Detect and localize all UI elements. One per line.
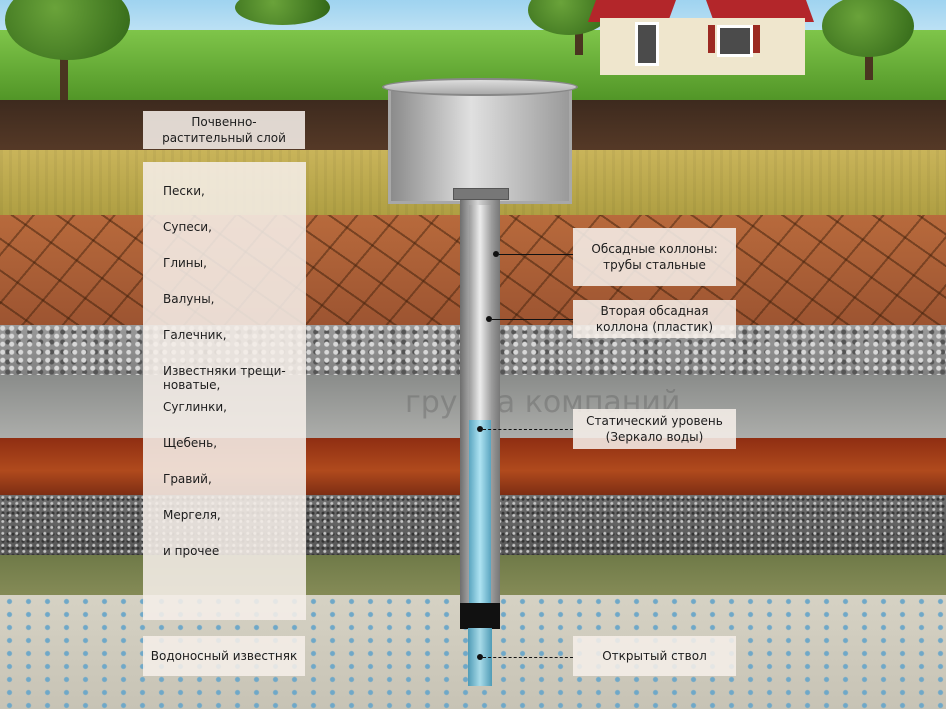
leader-line xyxy=(483,657,573,658)
static-level-label: Статический уровень (Зеркало воды) xyxy=(573,409,736,449)
casing-shoe xyxy=(460,603,500,629)
house-shutter xyxy=(708,25,715,53)
open-bore-label: Открытый ствол xyxy=(573,636,736,676)
list-item: и прочее xyxy=(163,544,220,558)
soil-layer-list: Пески, Супеси, Глины, Валуны, Галечник, … xyxy=(143,162,306,620)
wellhead-cap xyxy=(453,188,509,200)
caisson xyxy=(388,88,572,204)
leader-line xyxy=(483,429,573,430)
aquifer-label: Водоносный известняк xyxy=(143,636,305,676)
tree-trunk xyxy=(575,20,583,55)
list-item: Валуны, xyxy=(163,292,215,306)
leader-line xyxy=(499,254,573,255)
pointer-dot xyxy=(493,251,499,257)
house-door xyxy=(635,22,659,66)
pointer-dot xyxy=(486,316,492,322)
leader-line xyxy=(492,319,573,320)
list-item: Щебень, xyxy=(163,436,218,450)
tree-trunk xyxy=(60,40,68,100)
list-item: Супеси, xyxy=(163,220,212,234)
list-item: Глины, xyxy=(163,256,207,270)
tree-icon xyxy=(822,0,914,57)
list-item: Пески, xyxy=(163,184,205,198)
house-wall xyxy=(600,18,805,75)
list-item: Гравий, xyxy=(163,472,212,486)
topsoil-label: Почвенно- растительный слой xyxy=(143,111,305,149)
list-item: Известняки трещи- новатые, xyxy=(163,364,286,392)
water-column xyxy=(469,420,491,625)
tree-trunk xyxy=(865,40,873,80)
pointer-dot xyxy=(477,654,483,660)
house-shutter xyxy=(753,25,760,53)
steel-casing-label: Обсадные коллоны: трубы стальные xyxy=(573,228,736,286)
list-item: Галечник, xyxy=(163,328,227,342)
plastic-casing-label: Вторая обсадная коллона (пластик) xyxy=(573,300,736,338)
list-item: Мергеля, xyxy=(163,508,221,522)
house-icon xyxy=(587,0,815,75)
list-item: Суглинки, xyxy=(163,400,227,414)
caisson-lid xyxy=(382,78,578,96)
house-window xyxy=(717,25,753,57)
pointer-dot xyxy=(477,426,483,432)
